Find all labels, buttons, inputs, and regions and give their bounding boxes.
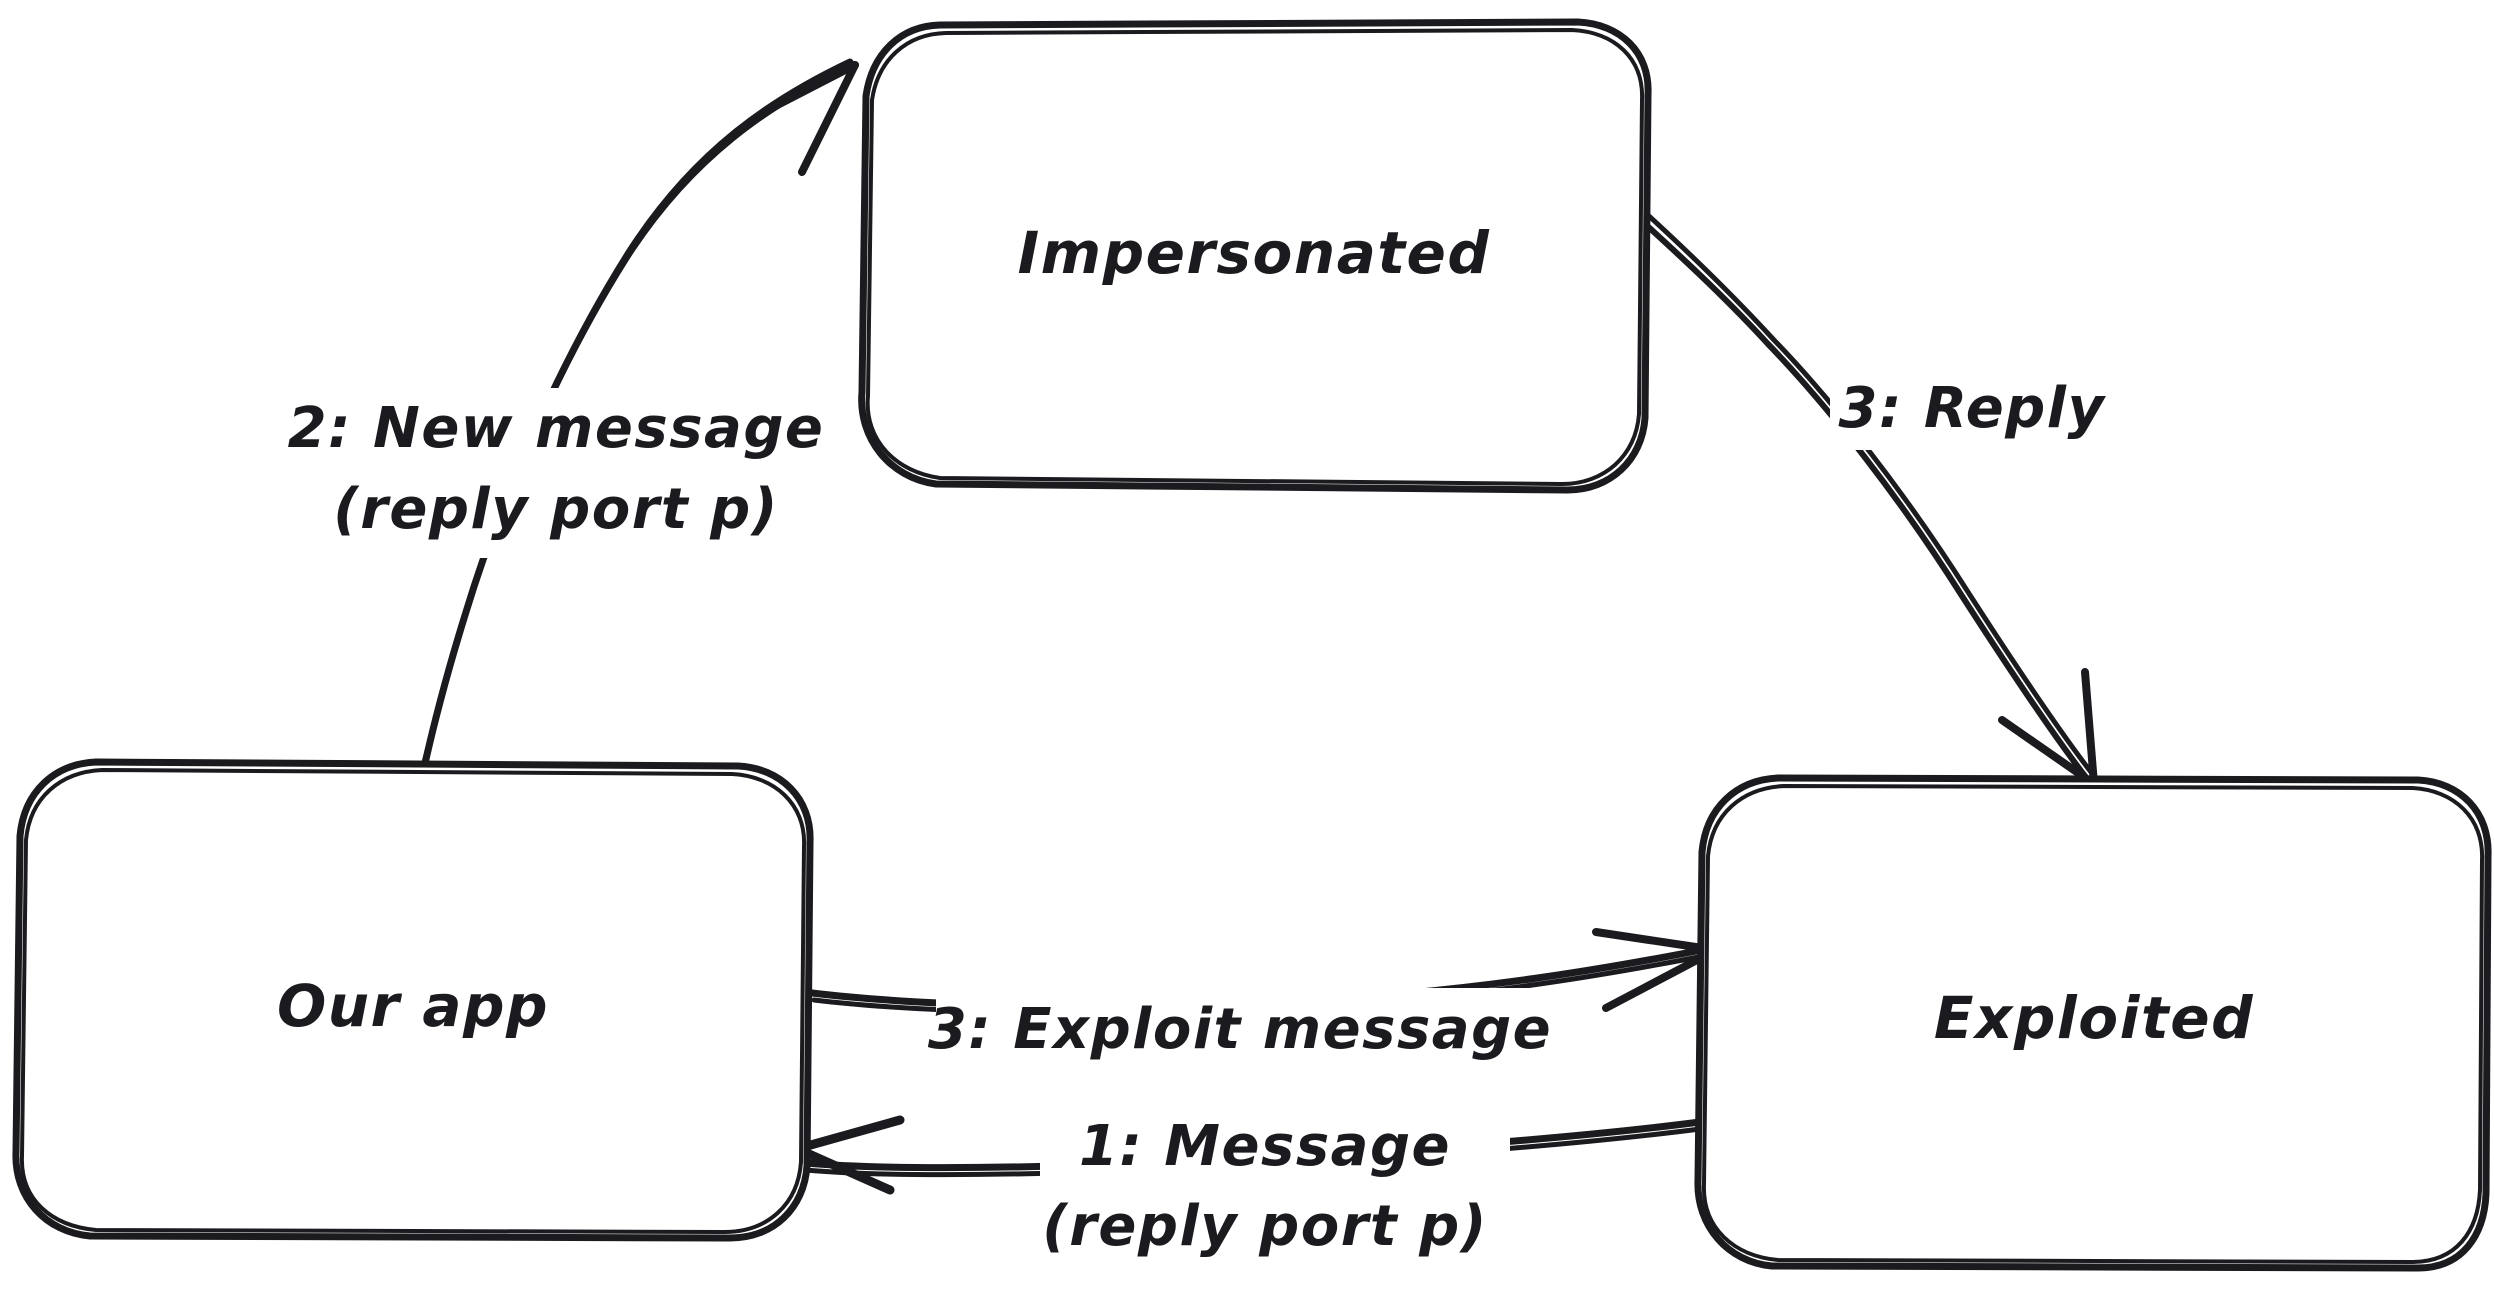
edge-impersonated-to-exploited[interactable] bbox=[1629, 203, 2098, 788]
edge-label-new-message-backdrop bbox=[292, 388, 812, 558]
edge-label-message-line2: (reply port p) bbox=[1042, 1194, 1488, 1259]
edge-label-message-line1: 1: Message bbox=[1079, 1114, 1451, 1179]
edge-label-reply-line1: 3: Reply bbox=[1839, 376, 2107, 441]
edge-label-exploit-message-backdrop bbox=[936, 988, 1554, 1072]
edge-label-exploit-message-line1: 3: Exploit message bbox=[928, 997, 1552, 1062]
edge-label-reply: 3: Reply bbox=[1830, 368, 2120, 450]
edge-label-reply-backdrop bbox=[1830, 368, 2120, 450]
node-exploited[interactable]: Exploited bbox=[1694, 774, 2492, 1272]
edge-label-new-message-line1: 2: New message bbox=[288, 396, 825, 461]
node-exploited-label: Exploited bbox=[1934, 984, 2254, 1052]
edge-label-new-message-line2: (reply port p) bbox=[333, 477, 779, 542]
node-impersonated[interactable]: Impersonated bbox=[858, 18, 1652, 494]
node-our-app[interactable]: Our app bbox=[12, 758, 814, 1242]
edge-label-new-message: 2: New message (reply port p) bbox=[288, 388, 825, 558]
node-our-app-label: Our app bbox=[277, 972, 549, 1040]
edge-label-message-backdrop bbox=[1040, 1108, 1510, 1196]
edge-label-message: 1: Message (reply port p) bbox=[1040, 1108, 1510, 1259]
edge-label-exploit-message: 3: Exploit message bbox=[928, 988, 1554, 1072]
node-impersonated-label: Impersonated bbox=[1018, 219, 1491, 287]
